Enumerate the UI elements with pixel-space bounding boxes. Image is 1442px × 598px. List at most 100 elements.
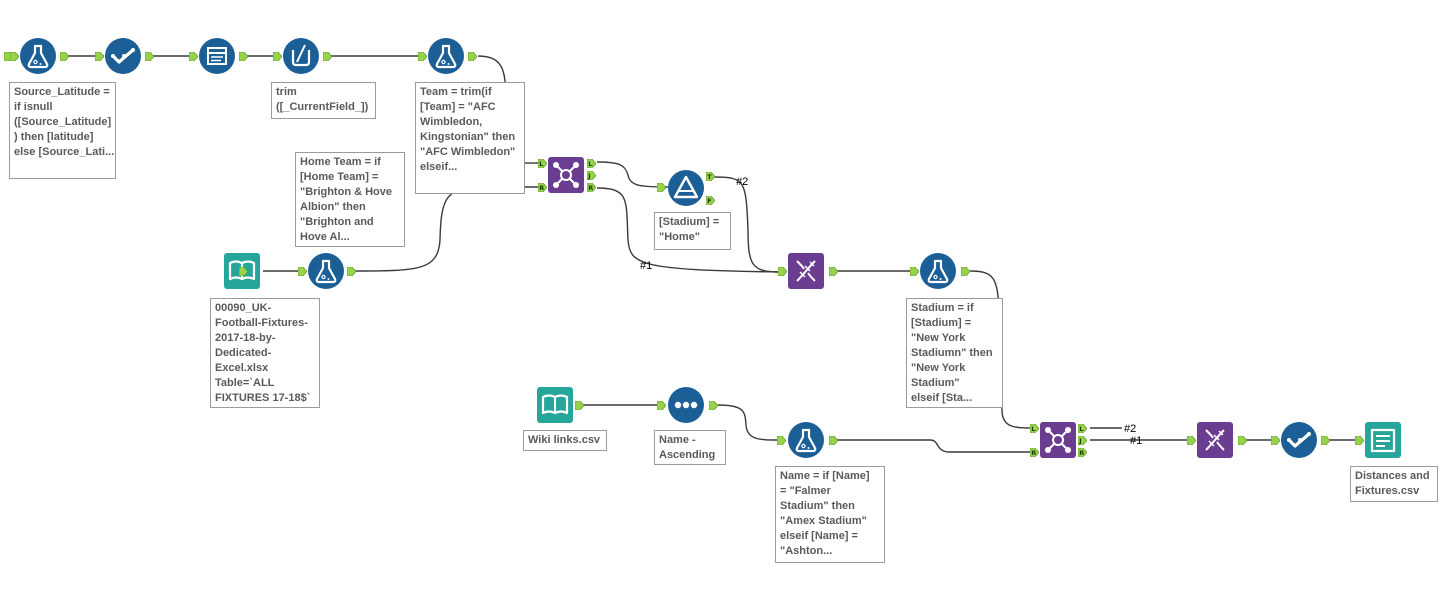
anchor-formula4-in[interactable] bbox=[910, 267, 919, 276]
svg-text:L: L bbox=[1079, 425, 1083, 433]
anchor-formula5-in[interactable] bbox=[777, 436, 786, 445]
tool-join1[interactable] bbox=[548, 157, 584, 193]
tool-filter1[interactable] bbox=[668, 170, 704, 206]
anchor-input2-out[interactable] bbox=[575, 401, 584, 410]
svg-text:J: J bbox=[587, 172, 590, 180]
svg-text:R: R bbox=[539, 184, 544, 192]
anchor-select1-in[interactable] bbox=[95, 52, 104, 61]
anchor-filter1-in[interactable] bbox=[657, 183, 666, 192]
anchor-output1-in[interactable] bbox=[1355, 436, 1364, 445]
tool-formula5[interactable] bbox=[788, 422, 824, 458]
wire-join1R-union1 bbox=[596, 187, 780, 273]
anchor-formula1-out[interactable] bbox=[60, 52, 69, 61]
anchor-sort1-out[interactable] bbox=[709, 401, 718, 410]
anchor-sort1-in[interactable] bbox=[657, 401, 666, 410]
wire-filter1T-union1 bbox=[713, 176, 780, 273]
anchor-formula2-out[interactable] bbox=[468, 52, 477, 61]
tool-multifield1[interactable] bbox=[283, 38, 319, 74]
wire-label-join-right: #1 bbox=[640, 260, 653, 272]
anchor-union1-out[interactable] bbox=[829, 267, 838, 276]
filter-icon bbox=[668, 170, 704, 206]
anchor-join1-left-out[interactable]: L bbox=[587, 159, 596, 168]
wire-label-join2-join: #1 bbox=[1130, 435, 1143, 447]
multi-field-formula-icon bbox=[283, 38, 319, 74]
wire-sort1-formula5 bbox=[717, 404, 779, 441]
union-dna-icon bbox=[788, 253, 824, 289]
anchor-join2-right-out[interactable]: R bbox=[1078, 448, 1087, 457]
tool-autofield1[interactable] bbox=[199, 38, 235, 74]
tool-formula4[interactable] bbox=[920, 253, 956, 289]
tool-output1[interactable] bbox=[1365, 422, 1401, 458]
tool-union2[interactable] bbox=[1197, 422, 1233, 458]
annotation-multifield1: trim ([_CurrentField_]) bbox=[271, 82, 376, 119]
anchor-union2-out[interactable] bbox=[1238, 436, 1247, 445]
input-data-book-icon bbox=[537, 387, 573, 423]
tool-union1[interactable] bbox=[788, 253, 824, 289]
annotation-formula4: Stadium = if [Stadium] = "New York Stadi… bbox=[906, 298, 1003, 408]
anchor-autofield1-out[interactable] bbox=[239, 52, 248, 61]
wire-label-join2-left: #2 bbox=[1124, 423, 1137, 435]
sort-dots-icon bbox=[668, 387, 704, 423]
annotation-formula1: Source_Latitude = if isnull ([Source_Lat… bbox=[9, 82, 116, 179]
svg-text:R: R bbox=[1079, 449, 1084, 457]
svg-text:J: J bbox=[1078, 437, 1081, 445]
anchor-join2-left-in[interactable]: L bbox=[1030, 424, 1039, 433]
anchor-join2-join-out[interactable]: J bbox=[1078, 436, 1087, 445]
tool-formula3[interactable] bbox=[308, 253, 344, 289]
anchor-join2-left-out[interactable]: L bbox=[1078, 424, 1087, 433]
anchor-multifield1-in[interactable] bbox=[273, 52, 282, 61]
annotation-filter1: [Stadium] = "Home" bbox=[654, 212, 731, 250]
tool-input2[interactable] bbox=[537, 387, 573, 423]
join-icon bbox=[548, 157, 584, 193]
formula-flask-icon bbox=[20, 38, 56, 74]
annotation-formula3: Home Team = if [Home Team] = "Brighton &… bbox=[295, 152, 405, 247]
anchor-filter1-true[interactable]: T bbox=[706, 172, 715, 181]
anchor-formula2-in[interactable] bbox=[418, 52, 427, 61]
anchor-formula3-out[interactable] bbox=[347, 267, 356, 276]
svg-text:T: T bbox=[707, 173, 712, 181]
annotation-sort1: Name - Ascending bbox=[654, 430, 726, 465]
annotation-input2: Wiki links.csv bbox=[523, 430, 607, 451]
anchor-join2-right-in[interactable]: R bbox=[1030, 448, 1039, 457]
auto-field-icon bbox=[199, 38, 235, 74]
svg-text:L: L bbox=[588, 160, 592, 168]
anchor-join1-left-in[interactable]: L bbox=[538, 159, 547, 168]
anchor-autofield1-in[interactable] bbox=[189, 52, 198, 61]
anchor-filter1-false[interactable]: F bbox=[706, 196, 715, 205]
anchor-join1-right-in[interactable]: R bbox=[538, 183, 547, 192]
annotation-output1: Distances and Fixtures.csv bbox=[1350, 466, 1438, 502]
anchor-input1-out[interactable] bbox=[239, 267, 248, 276]
select-check-icon bbox=[1281, 422, 1317, 458]
anchor-formula5-out[interactable] bbox=[829, 436, 838, 445]
svg-text:L: L bbox=[539, 160, 543, 168]
anchor-union2-in[interactable] bbox=[1187, 436, 1196, 445]
svg-text:L: L bbox=[1031, 425, 1035, 433]
join-icon bbox=[1040, 422, 1076, 458]
svg-text:R: R bbox=[1031, 449, 1036, 457]
union-dna-icon bbox=[1197, 422, 1233, 458]
tool-formula1[interactable] bbox=[20, 38, 56, 74]
wire-formula5-join2 bbox=[836, 439, 1034, 453]
formula-flask-icon bbox=[920, 253, 956, 289]
svg-text:R: R bbox=[588, 184, 593, 192]
svg-text:F: F bbox=[707, 197, 711, 205]
formula-flask-icon bbox=[308, 253, 344, 289]
anchor-formula3-in[interactable] bbox=[298, 267, 307, 276]
anchor-join1-right-out[interactable]: R bbox=[587, 183, 596, 192]
select-check-icon bbox=[105, 38, 141, 74]
tool-select1[interactable] bbox=[105, 38, 141, 74]
anchor-union1-in[interactable] bbox=[778, 267, 787, 276]
tool-formula2[interactable] bbox=[428, 38, 464, 74]
wire-label-filter-true: #2 bbox=[736, 176, 749, 188]
tool-join2[interactable] bbox=[1040, 422, 1076, 458]
anchor-select2-in[interactable] bbox=[1271, 436, 1280, 445]
anchor-join1-join-out[interactable]: J bbox=[587, 171, 596, 180]
anchor-select1-out[interactable] bbox=[145, 52, 154, 61]
anchor-multifield1-out[interactable] bbox=[323, 52, 332, 61]
tool-sort1[interactable] bbox=[668, 387, 704, 423]
tool-select2[interactable] bbox=[1281, 422, 1317, 458]
anchor-formula1-in[interactable] bbox=[10, 52, 19, 61]
anchor-select2-out[interactable] bbox=[1321, 436, 1330, 445]
anchor-formula4-out[interactable] bbox=[961, 267, 970, 276]
